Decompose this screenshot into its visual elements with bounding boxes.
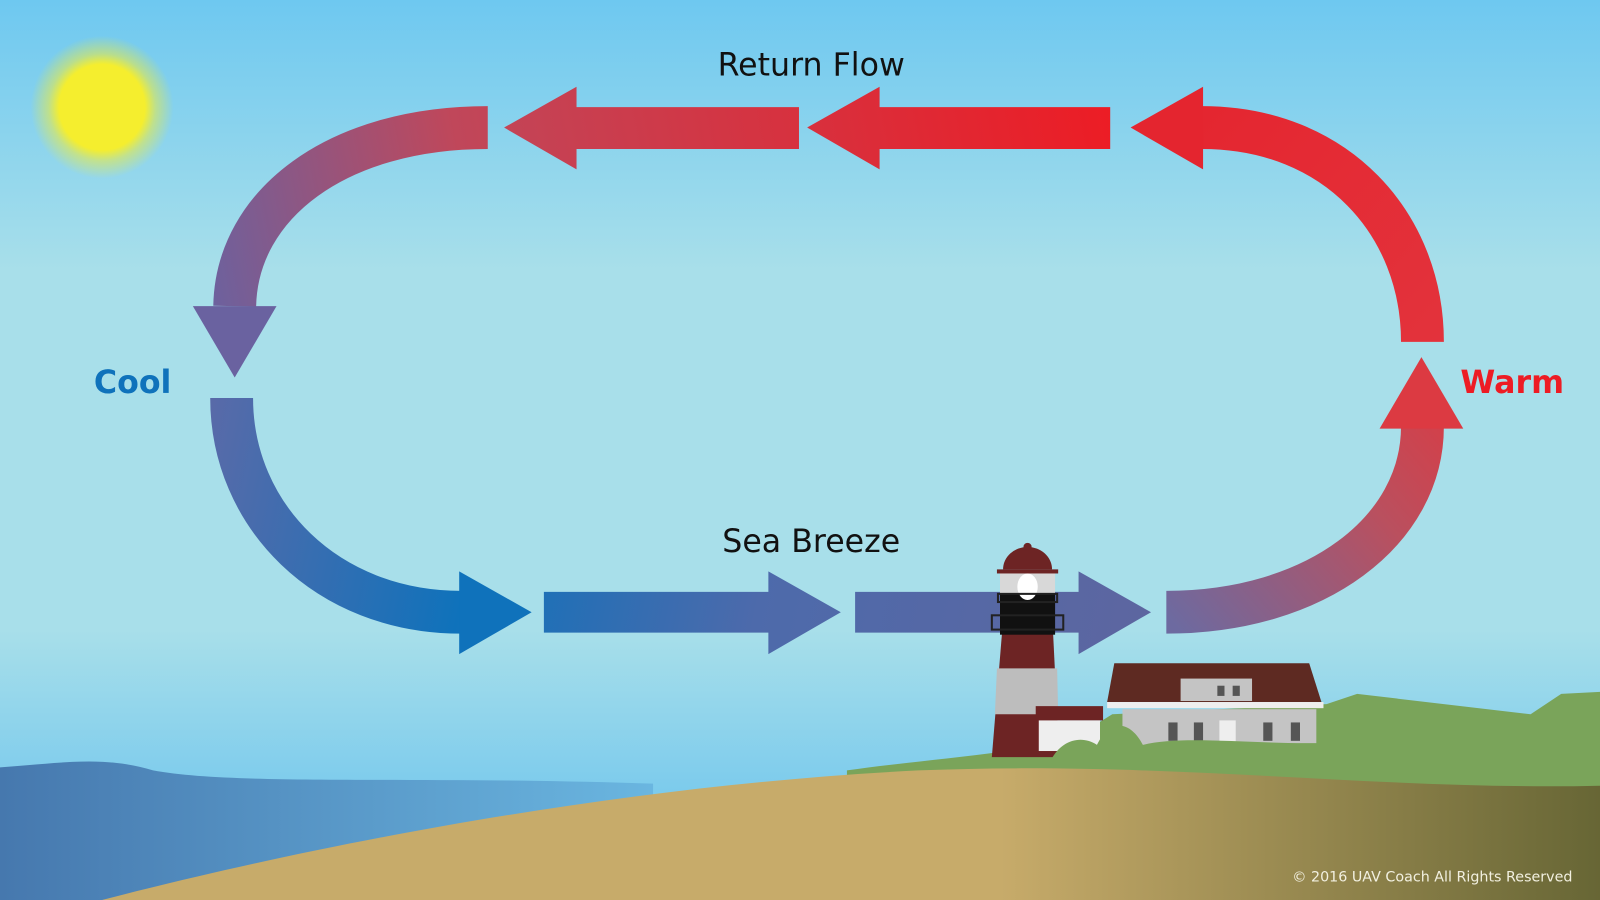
- arrow-curve-top-right: [1201, 106, 1444, 343]
- arrow-curve-bottom-right: [1166, 425, 1444, 634]
- house: [1051, 663, 1327, 766]
- arrow-top-1: [504, 86, 799, 170]
- arrowhead-down-left: [192, 306, 277, 378]
- arrowhead-right-bottom-left: [459, 571, 532, 655]
- return-flow-arrows: [192, 86, 1444, 378]
- arrow-bottom-1: [543, 571, 841, 655]
- return-flow-label: Return Flow: [718, 48, 905, 84]
- lighthouse: [990, 542, 1104, 758]
- sand-dune: [102, 768, 1600, 900]
- arrow-curve-top-left: [213, 106, 488, 308]
- arrowhead-left-top-right: [1130, 86, 1204, 170]
- cool-label: Cool: [94, 365, 172, 401]
- arrow-top-2: [807, 86, 1111, 170]
- sun-icon: [30, 35, 174, 179]
- arrowhead-up-right: [1379, 357, 1464, 429]
- warm-label: Warm: [1460, 365, 1564, 401]
- copyright-text: © 2016 UAV Coach All Rights Reserved: [1292, 870, 1572, 886]
- sea-breeze-label: Sea Breeze: [722, 524, 900, 560]
- arrow-curve-bottom-left: [210, 397, 462, 634]
